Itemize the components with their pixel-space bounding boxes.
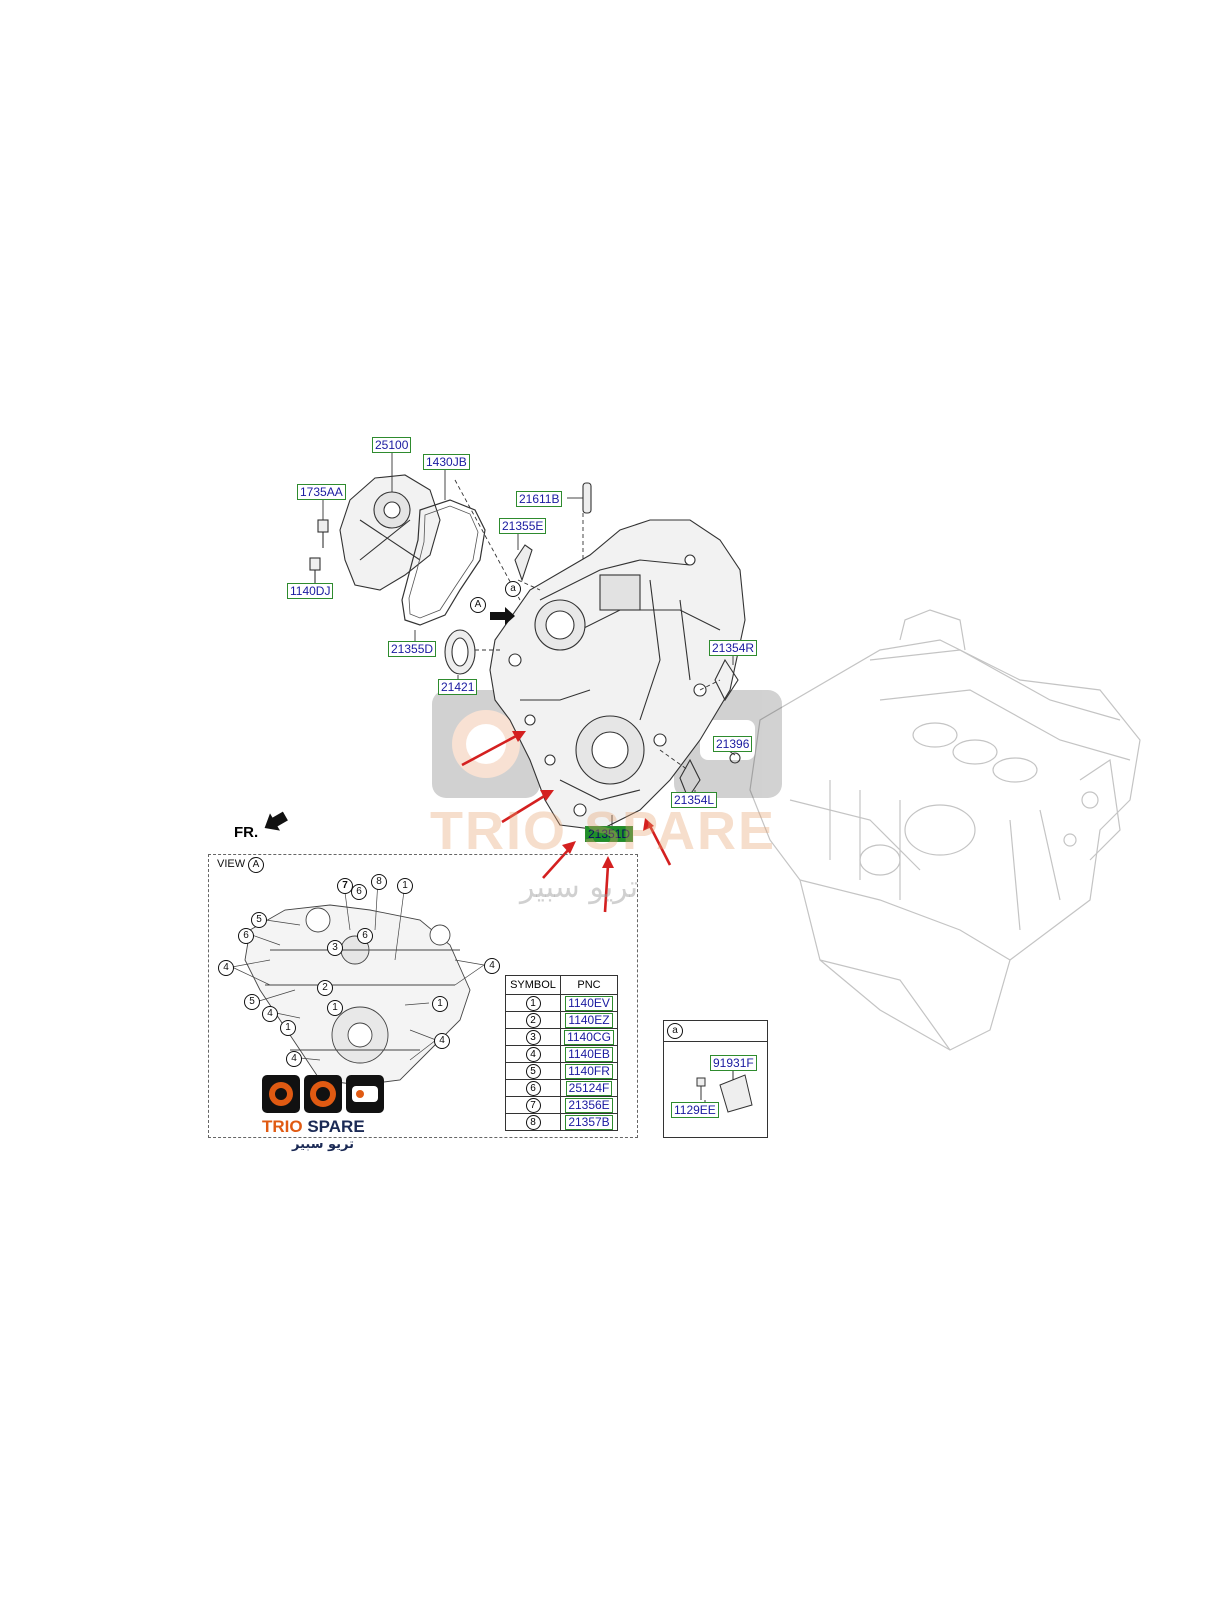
table-row: 1 1140EV — [505, 994, 618, 1012]
view-a-arrow — [490, 607, 515, 625]
callout-21355d[interactable]: 21355D — [388, 641, 437, 657]
table-row: 4 1140EB — [505, 1045, 618, 1063]
callout-21354r[interactable]: 21354R — [709, 640, 758, 656]
symbol-cell: 2 — [525, 1012, 541, 1028]
callout-25100[interactable]: 25100 — [372, 437, 412, 453]
pnc-cell[interactable]: 1140EZ — [565, 1012, 613, 1028]
red-arrows — [461, 731, 672, 913]
small-parts — [309, 482, 741, 800]
symbol-5: 5 — [251, 912, 267, 928]
symbol-1: 1 — [280, 1020, 296, 1036]
callout-1735aa[interactable]: 1735AA — [297, 484, 346, 500]
table-row: 8 21357B — [505, 1113, 618, 1131]
symbol-5: 5 — [244, 994, 260, 1010]
callout-21354l[interactable]: 21354L — [671, 792, 718, 808]
view-a-panel — [208, 854, 638, 1138]
front-direction-arrow — [264, 811, 288, 831]
symbol-6: 6 — [238, 928, 254, 944]
symbol-4: 4 — [286, 1051, 302, 1067]
pnc-cell[interactable]: 25124F — [565, 1080, 613, 1096]
callout-21351d-highlighted[interactable]: 21351D — [585, 826, 634, 842]
symbol-cell: 8 — [525, 1114, 541, 1130]
symbol-cell: 3 — [525, 1029, 541, 1045]
detail-a-marker: a — [505, 581, 521, 597]
symbol-2: 2 — [317, 980, 333, 996]
symbol-6: 6 — [357, 928, 373, 944]
callout-21396[interactable]: 21396 — [713, 736, 753, 752]
callout-1430jb[interactable]: 1430JB — [423, 454, 470, 470]
symbol-cell: 1 — [525, 995, 541, 1011]
view-a-title: VIEW — [217, 858, 246, 870]
pnc-cell[interactable]: 1140EB — [565, 1046, 613, 1062]
symbol-cell: 6 — [525, 1080, 541, 1096]
header-symbol: SYMBOL — [505, 975, 561, 995]
table-row: 5 1140FR — [505, 1062, 618, 1080]
table-row: 2 1140EZ — [505, 1011, 618, 1029]
callout-21611b[interactable]: 21611B — [516, 491, 563, 507]
callout-91931f[interactable]: 91931F — [710, 1055, 757, 1071]
callout-1140dj[interactable]: 1140DJ — [287, 583, 334, 599]
bottom-logo-brand: TRIO SPARE — [262, 1117, 365, 1136]
pnc-cell[interactable]: 1140CG — [564, 1029, 614, 1045]
symbol-4: 4 — [262, 1006, 278, 1022]
front-label: FR. — [234, 824, 259, 841]
symbol-1: 1 — [397, 878, 413, 894]
detail-a-panel — [663, 1020, 768, 1138]
callout-21355e[interactable]: 21355E — [499, 518, 547, 534]
gasket-drawing — [401, 499, 486, 626]
table-row: 3 1140CG — [505, 1028, 618, 1046]
symbol-4: 4 — [218, 960, 234, 976]
symbol-cell: 7 — [525, 1097, 541, 1113]
table-header-row: SYMBOL PNC — [505, 975, 618, 995]
symbol-8: 8 — [371, 874, 387, 890]
bottom-logo-arabic: تريو سبير — [292, 1137, 355, 1152]
symbol-6: 6 — [351, 884, 367, 900]
pnc-cell[interactable]: 1140EV — [565, 995, 613, 1011]
engine-block-ghost — [749, 609, 1141, 1051]
symbol-7: 7 — [337, 878, 353, 894]
symbol-4: 4 — [484, 958, 500, 974]
pnc-cell[interactable]: 21357B — [565, 1114, 613, 1130]
table-row: 6 25124F — [505, 1079, 618, 1097]
symbol-cell: 5 — [525, 1063, 541, 1079]
symbol-4: 4 — [434, 1033, 450, 1049]
view-a-title-ref: A — [248, 857, 264, 873]
watermark-arabic: تريو سبير — [520, 870, 639, 905]
callout-21421[interactable]: 21421 — [438, 679, 478, 695]
symbol-cell: 4 — [525, 1046, 541, 1062]
detail-a-title: a — [667, 1023, 683, 1039]
table-row: 7 21356E — [505, 1096, 618, 1114]
view-a-marker: A — [470, 597, 486, 613]
symbol-3: 3 — [327, 940, 343, 956]
pnc-cell[interactable]: 1140FR — [565, 1063, 613, 1079]
symbol-pnc-table: SYMBOL PNC 1 1140EV 2 1140EZ 3 1140CG 4 … — [505, 975, 618, 1131]
water-pump-drawing — [339, 474, 441, 591]
pnc-cell[interactable]: 21356E — [565, 1097, 613, 1113]
view-a-cover-drawing — [244, 904, 471, 1086]
header-pnc: PNC — [560, 975, 618, 995]
view-a-leaders — [231, 879, 485, 1061]
timing-cover-drawing — [489, 519, 746, 831]
symbol-1: 1 — [327, 1000, 343, 1016]
watermark-brand: TRIO SPARE — [430, 801, 777, 861]
callout-1129ee[interactable]: 1129EE — [671, 1102, 719, 1118]
symbol-1: 1 — [432, 996, 448, 1012]
bottom-logo-icons — [262, 1075, 384, 1113]
